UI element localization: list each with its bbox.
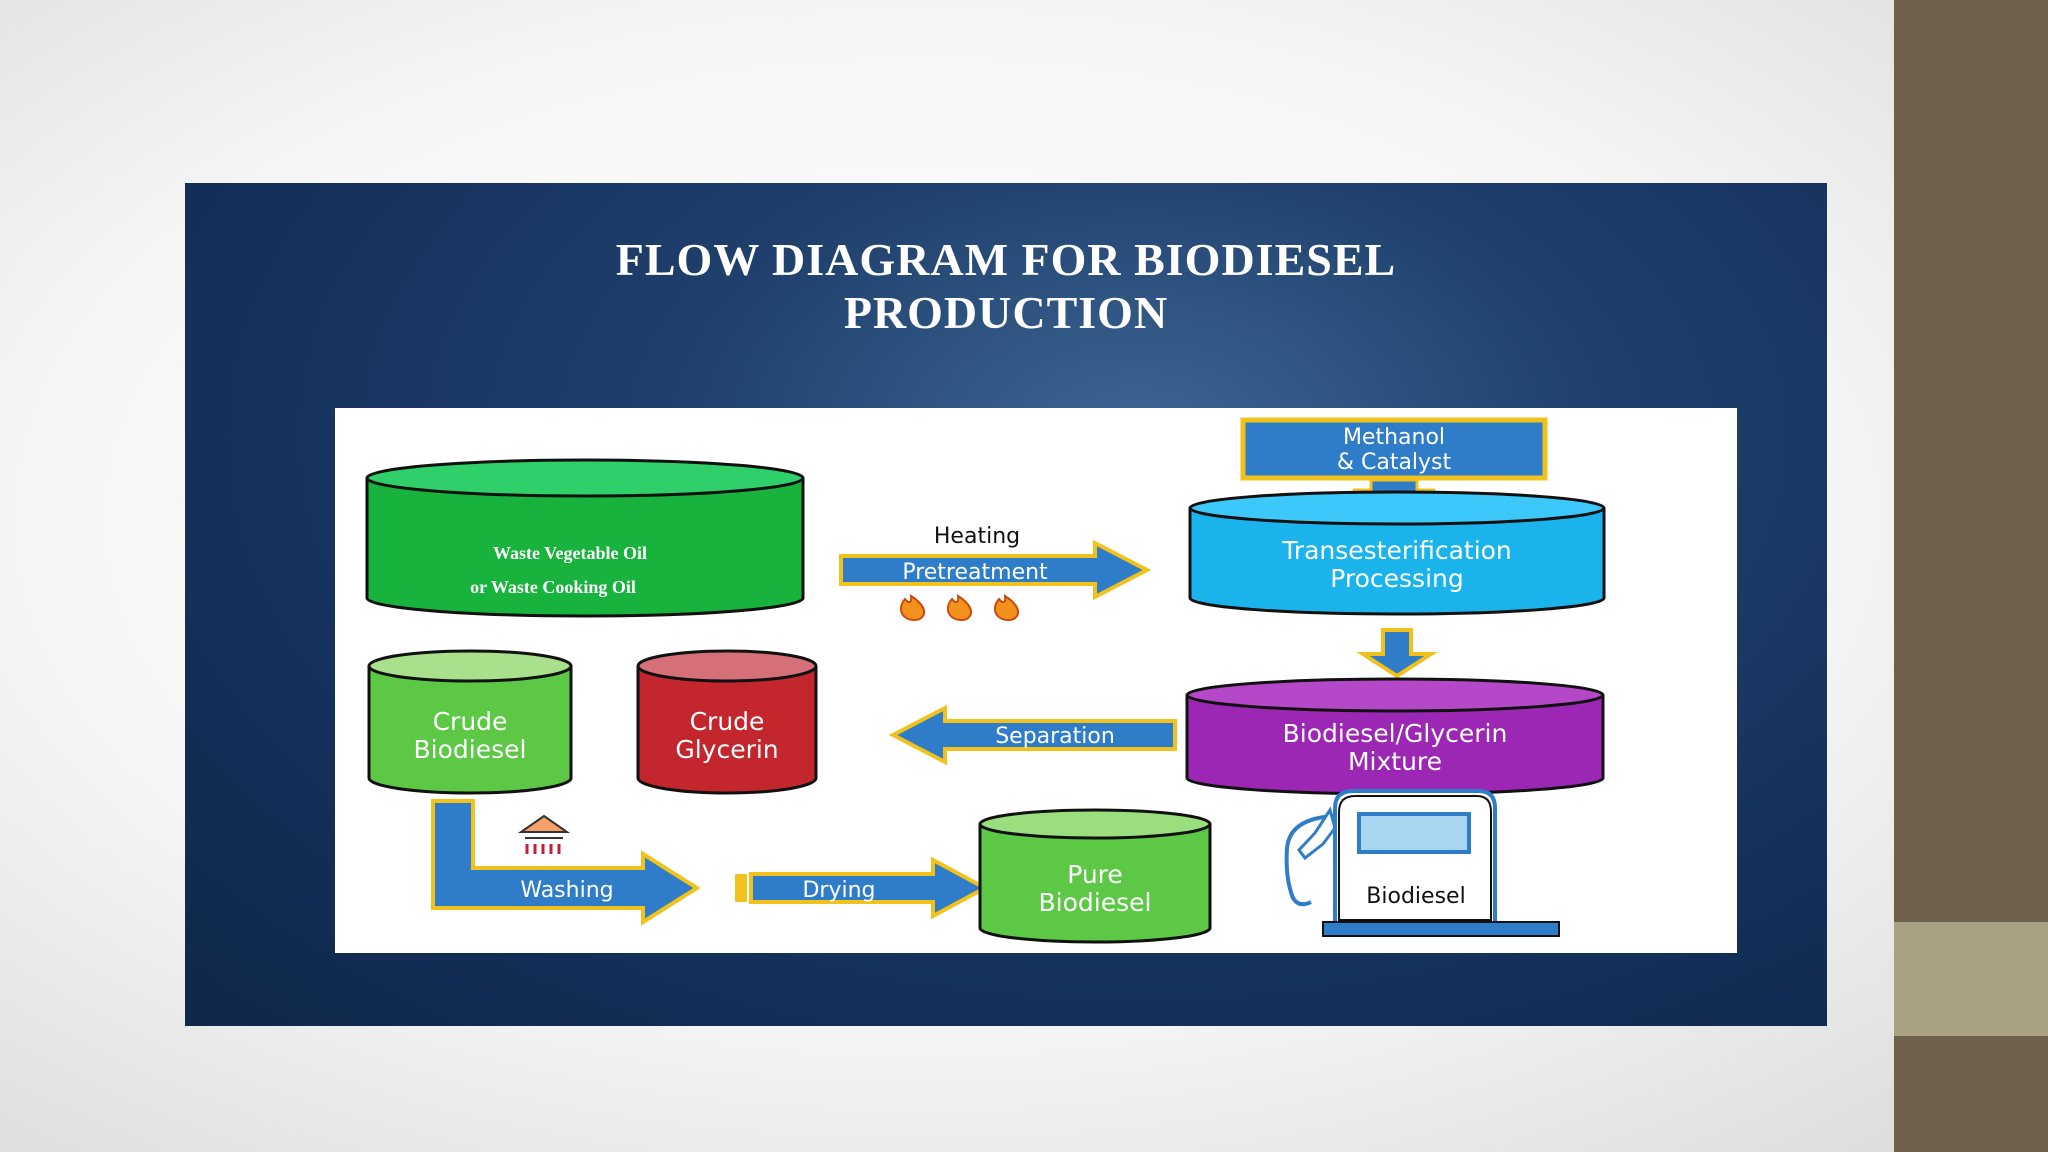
methanol-label-2: & Catalyst	[1337, 450, 1452, 475]
pump-screen	[1357, 812, 1471, 854]
title-line-2: PRODUCTION	[843, 287, 1169, 338]
methanol-catalyst-box: Methanol & Catalyst	[1240, 417, 1548, 512]
waste-oil-label-2: or Waste Cooking Oil	[470, 577, 636, 597]
mixture-tank: Biodiesel/Glycerin Mixture	[1185, 677, 1605, 796]
title-line-1: FLOW DIAGRAM FOR BIODIESEL	[615, 234, 1397, 285]
drying-label: Drying	[802, 878, 875, 903]
fuel-pump-icon: Biodiesel	[1284, 789, 1560, 937]
crude-biodiesel-label-2: Biodiesel	[414, 735, 527, 764]
washing-label: Washing	[520, 878, 613, 903]
slide-panel: FLOW DIAGRAM FOR BIODIESEL PRODUCTION Wa…	[185, 183, 1827, 1026]
drying-arrow: Drying	[735, 856, 990, 920]
waste-oil-label-1: Waste Vegetable Oil	[493, 543, 647, 563]
transesterification-label-1: Transesterification	[1281, 536, 1512, 565]
waste-oil-tank: Waste Vegetable Oil or Waste Cooking Oil	[365, 458, 805, 618]
pump-label: Biodiesel	[1366, 884, 1465, 909]
mixture-label-1: Biodiesel/Glycerin	[1283, 719, 1508, 748]
crude-biodiesel-tank: Crude Biodiesel	[367, 649, 573, 795]
slide-title: FLOW DIAGRAM FOR BIODIESEL PRODUCTION	[185, 233, 1827, 339]
flame-icon-2	[946, 594, 972, 622]
crude-glycerin-tank: Crude Glycerin	[636, 649, 818, 795]
crude-glycerin-label-1: Crude	[690, 707, 765, 736]
separation-label: Separation	[995, 724, 1115, 749]
pretreatment-label: Pretreatment	[902, 560, 1048, 585]
pretreatment-arrow: Heating Pretreatment	[839, 524, 1152, 622]
crude-glycerin-label-2: Glycerin	[675, 735, 778, 764]
flame-icon-1	[899, 594, 925, 622]
shower-icon	[517, 814, 571, 854]
down-arrow-to-mixture	[1356, 628, 1438, 679]
transesterification-tank: Transesterification Processing	[1188, 490, 1606, 616]
flow-diagram: Waste Vegetable Oil or Waste Cooking Oil…	[335, 408, 1737, 953]
separation-arrow: Separation	[888, 704, 1177, 766]
sidebar-accent-block	[1894, 922, 2048, 1036]
pure-biodiesel-tank: Pure Biodiesel	[978, 808, 1212, 944]
flame-icon-3	[993, 594, 1019, 622]
pure-biodiesel-label-1: Pure	[1067, 860, 1123, 889]
flame-icons	[899, 594, 1019, 622]
heating-label: Heating	[934, 524, 1020, 549]
washing-arrow: Washing	[431, 799, 701, 926]
transesterification-label-2: Processing	[1330, 564, 1464, 593]
mixture-label-2: Mixture	[1348, 747, 1442, 776]
pure-biodiesel-label-2: Biodiesel	[1039, 888, 1152, 917]
crude-biodiesel-label-1: Crude	[433, 707, 508, 736]
methanol-label-1: Methanol	[1343, 425, 1445, 450]
